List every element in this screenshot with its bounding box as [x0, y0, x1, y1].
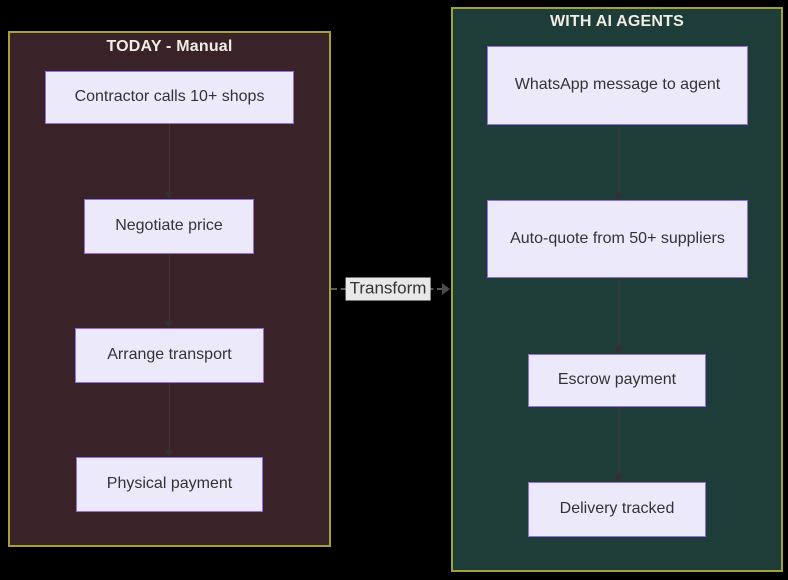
flow-arrow: [163, 383, 175, 457]
arrow-line: [617, 278, 619, 348]
arrowhead-down-icon: [613, 475, 622, 482]
node-contractor-calls-shops: Contractor calls 10+ shops: [45, 71, 294, 124]
node-auto-quote-suppliers: Auto-quote from 50+ suppliers: [487, 200, 748, 278]
node-arrange-transport: Arrange transport: [75, 328, 264, 383]
flow-arrow: [612, 278, 624, 354]
arrowhead-down-icon: [164, 321, 173, 328]
right-panel-title: WITH AI AGENTS: [549, 13, 685, 30]
node-physical-payment: Physical payment: [76, 457, 263, 512]
node-delivery-tracked: Delivery tracked: [528, 482, 706, 537]
flow-arrow: [163, 254, 175, 328]
arrowhead-down-icon: [164, 450, 173, 457]
flow-arrow: [163, 124, 175, 199]
arrow-line: [168, 254, 170, 322]
flow-arrow: [612, 125, 624, 200]
arrow-line: [168, 124, 170, 193]
arrowhead-down-icon: [164, 192, 173, 199]
flow-arrow: [612, 407, 624, 482]
arrowhead-down-icon: [613, 193, 622, 200]
panel-today-manual: TODAY - Manual Contractor calls 10+ shop…: [8, 31, 331, 547]
node-whatsapp-message: WhatsApp message to agent: [487, 46, 748, 125]
arrow-line: [168, 383, 170, 451]
arrowhead-down-icon: [613, 347, 622, 354]
left-panel-title: TODAY - Manual: [106, 38, 233, 55]
arrowhead-right-icon: [442, 283, 450, 295]
node-escrow-payment: Escrow payment: [528, 354, 706, 407]
transform-edge-label: Transform: [345, 277, 431, 301]
panel-with-ai-agents: WITH AI AGENTS WhatsApp message to agent…: [451, 7, 783, 572]
arrow-line: [617, 407, 619, 476]
arrow-line: [617, 125, 619, 194]
node-negotiate-price: Negotiate price: [84, 199, 254, 254]
